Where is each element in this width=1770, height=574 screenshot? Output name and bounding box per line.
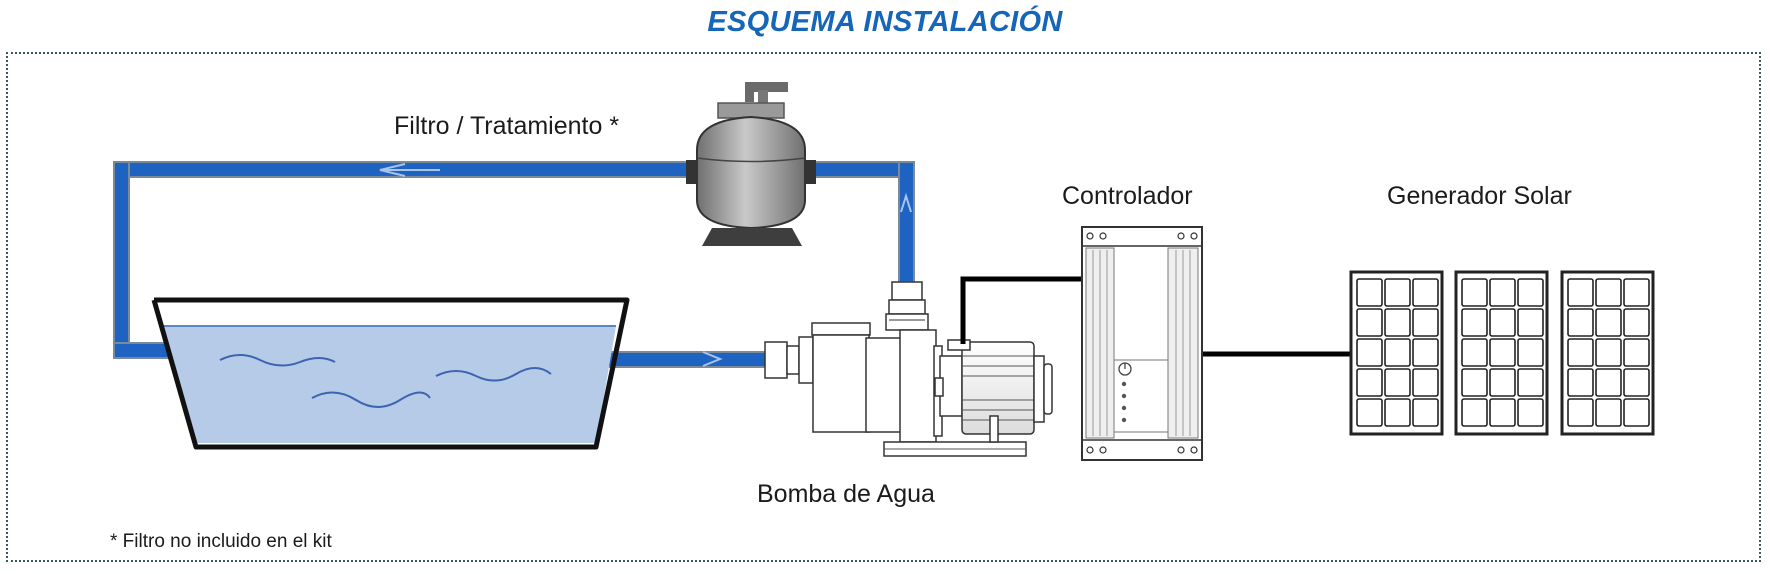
- cable-pump-controller: [960, 276, 1082, 344]
- solar-cell: [1595, 368, 1622, 397]
- flow-arrow-up: [900, 192, 912, 213]
- solar-cell: [1623, 278, 1650, 307]
- solar-cell: [1595, 338, 1622, 367]
- solar-cell: [1623, 308, 1650, 337]
- solar-cell: [1384, 278, 1411, 307]
- solar-cell: [1595, 278, 1622, 307]
- solar-cell: [1461, 278, 1488, 307]
- diagram-frame: [6, 52, 1761, 562]
- solar-panel: [1454, 270, 1549, 436]
- solar-cell: [1384, 368, 1411, 397]
- solar-cell: [1517, 308, 1544, 337]
- solar-cell: [1595, 308, 1622, 337]
- flow-arrow-left: [379, 163, 440, 177]
- solar-cell: [1356, 278, 1383, 307]
- solar-cell: [1595, 398, 1622, 427]
- solar-cell: [1461, 368, 1488, 397]
- solar-cell: [1623, 368, 1650, 397]
- solar-cell: [1567, 338, 1594, 367]
- solar-cell: [1412, 398, 1439, 427]
- solar-cell: [1356, 338, 1383, 367]
- pipe-suction: [606, 351, 768, 368]
- solar-cell: [1384, 308, 1411, 337]
- pump-label: Bomba de Agua: [757, 480, 935, 508]
- solar-cell: [1489, 338, 1516, 367]
- solar-panel: [1560, 270, 1655, 436]
- solar-cell: [1412, 308, 1439, 337]
- solar-cell: [1623, 398, 1650, 427]
- water-pump: [764, 281, 1053, 457]
- solar-cell: [1567, 308, 1594, 337]
- solar-cell: [1356, 308, 1383, 337]
- diagram-title: ESQUEMA INSTALACIÓN: [707, 6, 1063, 38]
- pool: [151, 297, 630, 450]
- solar-cell: [1517, 278, 1544, 307]
- solar-cell: [1567, 368, 1594, 397]
- controller-label: Controlador: [1062, 182, 1193, 210]
- solar-cell: [1489, 308, 1516, 337]
- solar-cell: [1517, 398, 1544, 427]
- filter-tank: [686, 82, 816, 246]
- solar-cell: [1567, 398, 1594, 427]
- solar-cell: [1567, 278, 1594, 307]
- solar-cell: [1623, 338, 1650, 367]
- controller-box: [1081, 226, 1203, 461]
- solar-cell: [1384, 338, 1411, 367]
- solar-cell: [1517, 368, 1544, 397]
- solar-panel: [1349, 270, 1444, 436]
- solar-generator-label: Generador Solar: [1387, 182, 1572, 210]
- solar-cell: [1489, 278, 1516, 307]
- solar-cell: [1517, 338, 1544, 367]
- filter-label: Filtro / Tratamiento *: [394, 112, 619, 140]
- solar-cell: [1461, 308, 1488, 337]
- solar-cell: [1489, 368, 1516, 397]
- solar-cell: [1356, 398, 1383, 427]
- solar-cell: [1461, 338, 1488, 367]
- solar-cell: [1412, 338, 1439, 367]
- solar-cell: [1461, 398, 1488, 427]
- solar-cell: [1412, 278, 1439, 307]
- solar-cell: [1489, 398, 1516, 427]
- solar-cell: [1356, 368, 1383, 397]
- solar-cell: [1384, 398, 1411, 427]
- footnote: * Filtro no incluido en el kit: [110, 531, 332, 552]
- solar-cell: [1412, 368, 1439, 397]
